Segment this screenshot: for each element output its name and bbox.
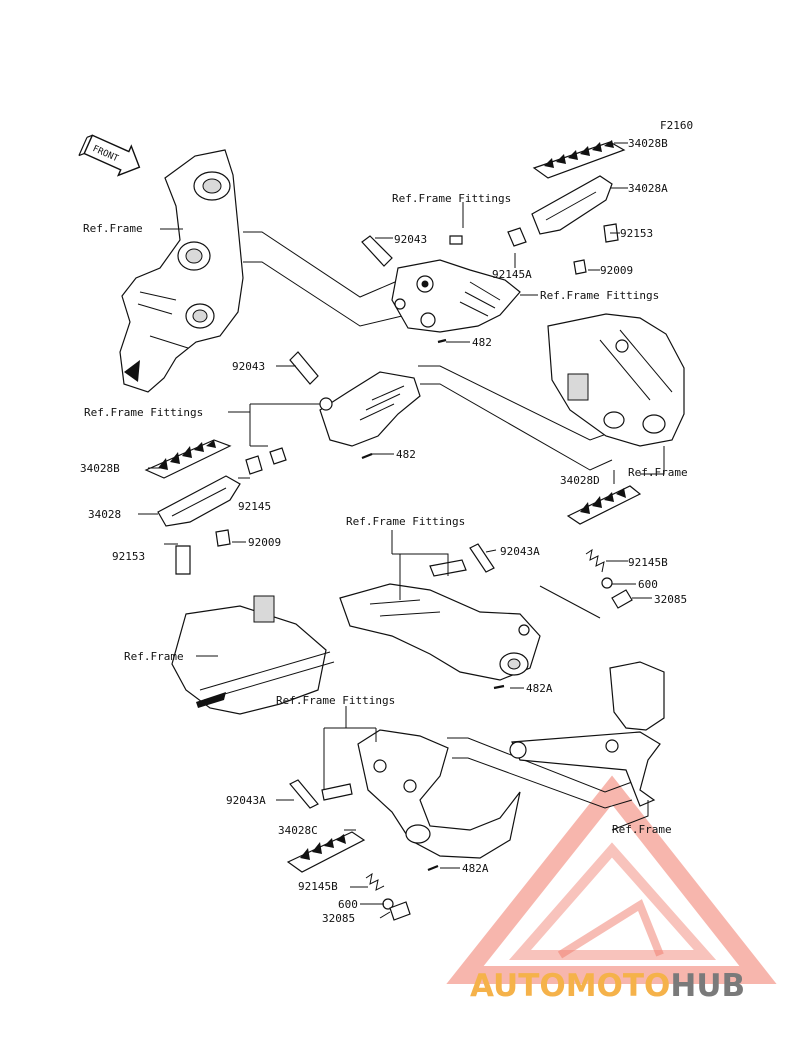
callout-482-middle: 482 xyxy=(396,448,416,461)
upper-footpeg xyxy=(507,140,626,275)
callout-92043a-right: 92043A xyxy=(500,545,540,558)
watermark-text: AUTOMOTOHUB xyxy=(470,968,745,1004)
callout-ref-frame-fittings-rear: Ref.Frame Fittings xyxy=(346,515,465,528)
callout-600-left: 600 xyxy=(338,898,358,911)
callout-34028a: 34028A xyxy=(628,182,668,195)
callout-34028b-upper: 34028B xyxy=(628,137,668,150)
callout-482a-right: 482A xyxy=(526,682,553,695)
frame-section-upper-left xyxy=(119,149,244,393)
middle-footpeg xyxy=(144,439,263,575)
callout-92145: 92145 xyxy=(238,500,271,513)
callout-ref-frame-fittings-right: Ref.Frame Fittings xyxy=(540,289,659,302)
callout-ref-frame-lower-right: Ref.Frame xyxy=(612,823,672,836)
watermark-word-automoto: AUTOMOTO xyxy=(470,968,670,1004)
callout-labels: Ref.Frame Ref.Frame Fittings 92043 34028… xyxy=(80,137,688,925)
callout-34028c: 34028C xyxy=(278,824,318,837)
rear-footrest-bracket-left xyxy=(286,729,521,921)
leader-lines xyxy=(138,142,665,919)
frame-section-upper-right xyxy=(547,313,685,447)
middle-footrest-bracket xyxy=(269,351,421,465)
frame-section-lower xyxy=(171,595,335,715)
callout-ref-frame-upper-right: Ref.Frame xyxy=(628,466,688,479)
callout-ref-frame-fittings-middle: Ref.Frame Fittings xyxy=(84,406,203,419)
callout-32085-left: 32085 xyxy=(322,912,355,925)
callout-92153-upper: 92153 xyxy=(620,227,653,240)
callout-92009-upper: 92009 xyxy=(600,264,633,277)
callout-92043-middle: 92043 xyxy=(232,360,265,373)
callout-92145a: 92145A xyxy=(492,268,532,281)
callout-32085-right: 32085 xyxy=(654,593,687,606)
callout-34028b-middle: 34028B xyxy=(80,462,120,475)
callout-34028: 34028 xyxy=(88,508,121,521)
upper-footrest-bracket xyxy=(361,235,521,333)
callout-ref-frame-fittings-lower: Ref.Frame Fittings xyxy=(276,694,395,707)
callout-92009-middle: 92009 xyxy=(248,536,281,549)
callout-482-upper: 482 xyxy=(472,336,492,349)
small-pins xyxy=(361,338,505,872)
assembly-link-lines xyxy=(243,231,633,809)
callout-92145b-right: 92145B xyxy=(628,556,668,569)
rear-footrest-bracket-right xyxy=(339,485,642,681)
front-direction-arrow-icon: FRONT xyxy=(78,134,141,177)
callout-482a-left: 482A xyxy=(462,862,489,875)
callout-92043a-left: 92043A xyxy=(226,794,266,807)
callout-34028d: 34028D xyxy=(560,474,600,487)
callout-92153-middle: 92153 xyxy=(112,550,145,563)
callout-92043-upper: 92043 xyxy=(394,233,427,246)
frame-section-lower-right xyxy=(509,661,665,807)
figure-code: F2160 xyxy=(660,119,693,132)
callout-ref-frame-fittings-upper: Ref.Frame Fittings xyxy=(392,192,511,205)
callout-ref-frame-lower: Ref.Frame xyxy=(124,650,184,663)
callout-92145b-left: 92145B xyxy=(298,880,338,893)
watermark-word-hub: HUB xyxy=(670,968,745,1004)
callout-ref-frame-upper-left: Ref.Frame xyxy=(83,222,143,235)
callout-600-right: 600 xyxy=(638,578,658,591)
watermark-logo: AUTOMOTOHUB xyxy=(446,775,777,1004)
